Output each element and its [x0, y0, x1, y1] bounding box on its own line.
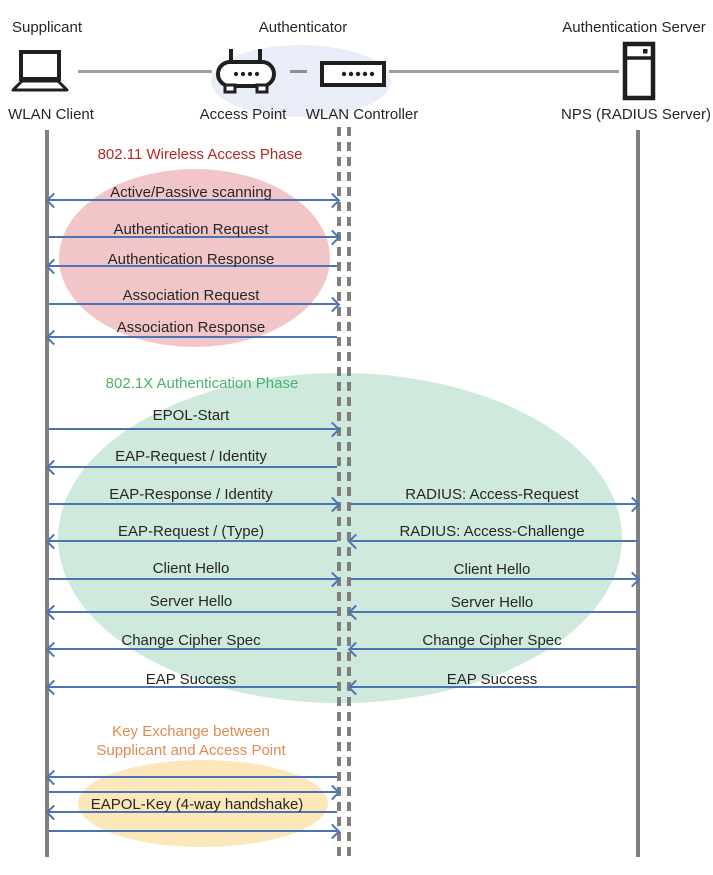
message-arrow-eap-request-identity: [49, 466, 337, 468]
message-label-assoc-request: Association Request: [122, 287, 260, 304]
message-label-radius-access-challenge: RADIUS: Access-Challenge: [399, 523, 585, 540]
message-arrow-handshake-4: [49, 830, 337, 832]
message-arrow-handshake-3: [49, 811, 337, 813]
message-arrow-assoc-response: [49, 336, 337, 338]
message-arrow-server-hello-right: [351, 611, 637, 613]
message-label-eapol-key: EAPOL-Key (4-way handshake): [90, 796, 304, 813]
message-label-change-cipher-left: Change Cipher Spec: [121, 632, 261, 649]
message-arrow-radius-access-challenge: [351, 540, 637, 542]
message-label-server-hello-right: Server Hello: [450, 594, 534, 611]
message-arrow-epol-start: [49, 428, 337, 430]
role-label-supplicant: Supplicant: [11, 19, 83, 36]
node-label-wlan-controller: WLAN Controller: [305, 106, 419, 123]
message-arrow-handshake-2: [49, 791, 337, 793]
message-label-scanning: Active/Passive scanning: [110, 184, 272, 201]
server-icon: [622, 41, 656, 101]
message-label-eap-success-right: EAP Success: [446, 671, 538, 688]
link-controller-to-server: [389, 70, 619, 73]
phase-8021x-title: 802.1X Authentication Phase: [105, 375, 299, 392]
message-arrow-auth-response: [49, 265, 337, 267]
node-label-nps-radius-server: NPS (RADIUS Server): [560, 106, 712, 123]
message-arrow-change-cipher-left: [49, 648, 337, 650]
message-arrow-radius-access-request: [351, 503, 637, 505]
message-arrow-assoc-request: [49, 303, 337, 305]
lifeline-wlan-client: [45, 130, 49, 857]
message-arrow-eap-response-identity: [49, 503, 337, 505]
lifeline-wlan-controller-b: [347, 127, 351, 858]
message-label-eap-request-identity: EAP-Request / Identity: [115, 448, 267, 465]
access-point-icon: [216, 49, 276, 94]
message-arrow-scanning: [49, 199, 337, 201]
message-arrow-eap-request-type: [49, 540, 337, 542]
message-label-radius-access-request: RADIUS: Access-Request: [405, 486, 579, 503]
lifeline-radius-server: [636, 130, 640, 857]
laptop-icon: [11, 50, 69, 92]
message-arrow-client-hello-right: [351, 578, 637, 580]
message-label-eap-request-type: EAP-Request / (Type): [118, 523, 264, 540]
message-label-client-hello-right: Client Hello: [453, 561, 531, 578]
message-label-eap-success-left: EAP Success: [145, 671, 237, 688]
message-arrow-server-hello-left: [49, 611, 337, 613]
message-label-assoc-response: Association Response: [116, 319, 266, 336]
message-label-eap-response-identity: EAP-Response / Identity: [109, 486, 273, 503]
lifeline-wlan-controller-a: [337, 127, 341, 858]
key-exchange-title-line2: Supplicant and Access Point: [96, 742, 286, 759]
role-label-authentication-server: Authentication Server: [562, 19, 706, 36]
message-label-epol-start: EPOL-Start: [152, 407, 230, 424]
node-label-access-point: Access Point: [199, 106, 287, 123]
message-label-change-cipher-right: Change Cipher Spec: [422, 632, 562, 649]
key-exchange-title: Key Exchange between Supplicant and Acce…: [96, 722, 285, 760]
message-arrow-change-cipher-right: [351, 648, 637, 650]
wlan-controller-icon: [320, 61, 386, 87]
message-label-server-hello-left: Server Hello: [149, 593, 233, 610]
role-label-authenticator: Authenticator: [258, 19, 348, 36]
message-arrow-auth-request: [49, 236, 337, 238]
key-exchange-ellipse: [78, 760, 328, 847]
node-label-wlan-client: WLAN Client: [8, 106, 94, 123]
message-arrow-handshake-1: [49, 776, 337, 778]
message-label-client-hello-left: Client Hello: [152, 560, 230, 577]
message-label-auth-request: Authentication Request: [113, 221, 269, 238]
phase-80211-title: 802.11 Wireless Access Phase: [97, 146, 303, 163]
key-exchange-title-line1: Key Exchange between: [112, 723, 270, 740]
message-arrow-client-hello-left: [49, 578, 337, 580]
link-ap-to-controller: [290, 70, 307, 73]
message-arrow-eap-success-left: [49, 686, 337, 688]
message-label-auth-response: Authentication Response: [107, 251, 275, 268]
message-arrow-eap-success-right: [351, 686, 637, 688]
link-client-to-ap: [78, 70, 212, 73]
